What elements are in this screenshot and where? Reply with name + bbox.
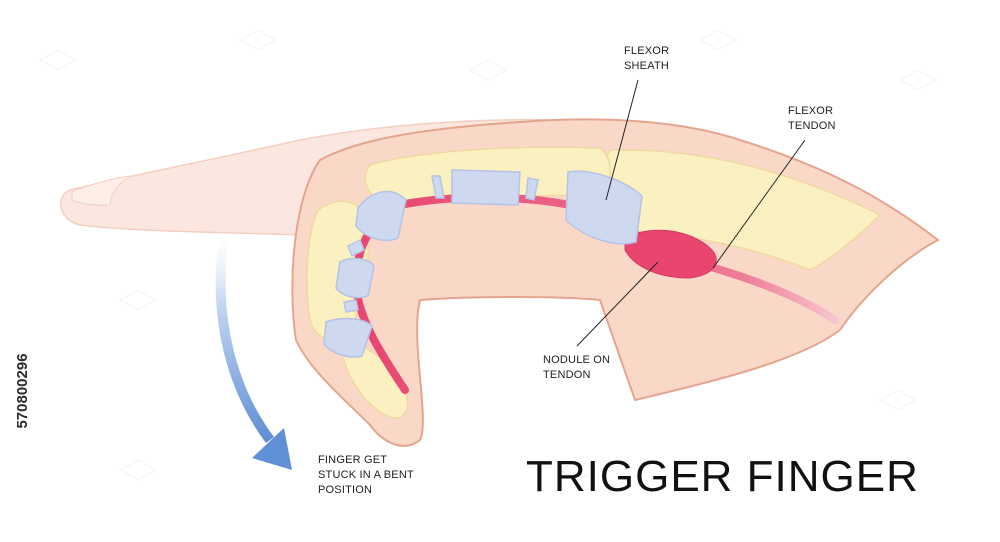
label-line: POSITION — [318, 484, 373, 496]
label-flexor-tendon: FLEXOR TENDON — [788, 104, 836, 134]
page-title: TRIGGER FINGER — [526, 452, 919, 501]
label-line: STUCK IN A BENT — [318, 469, 414, 481]
label-finger-stuck: FINGER GET STUCK IN A BENT POSITION — [318, 453, 414, 498]
ghost-fingernail — [71, 175, 131, 206]
bend-arrow-shaft — [215, 224, 275, 443]
label-line: FLEXOR — [624, 45, 670, 57]
flexor-sheath-pulleys — [323, 169, 643, 358]
label-line: FINGER GET — [318, 454, 388, 466]
leader-flexor-sheath — [605, 79, 639, 201]
stock-id: 570800296 — [14, 353, 31, 429]
label-line: SHEATH — [624, 60, 670, 72]
label-line: TENDON — [788, 120, 836, 132]
bend-arrow-head — [252, 428, 292, 470]
distal-bone — [342, 343, 409, 419]
label-line: TENDON — [543, 369, 591, 381]
leader-flexor-tendon — [712, 139, 806, 269]
label-line: NODULE ON — [543, 354, 611, 366]
label-nodule: NODULE ON TENDON — [543, 353, 610, 383]
leader-nodule — [576, 261, 659, 347]
label-flexor-sheath: FLEXOR SHEATH — [624, 44, 669, 74]
label-line: FLEXOR — [788, 105, 834, 117]
